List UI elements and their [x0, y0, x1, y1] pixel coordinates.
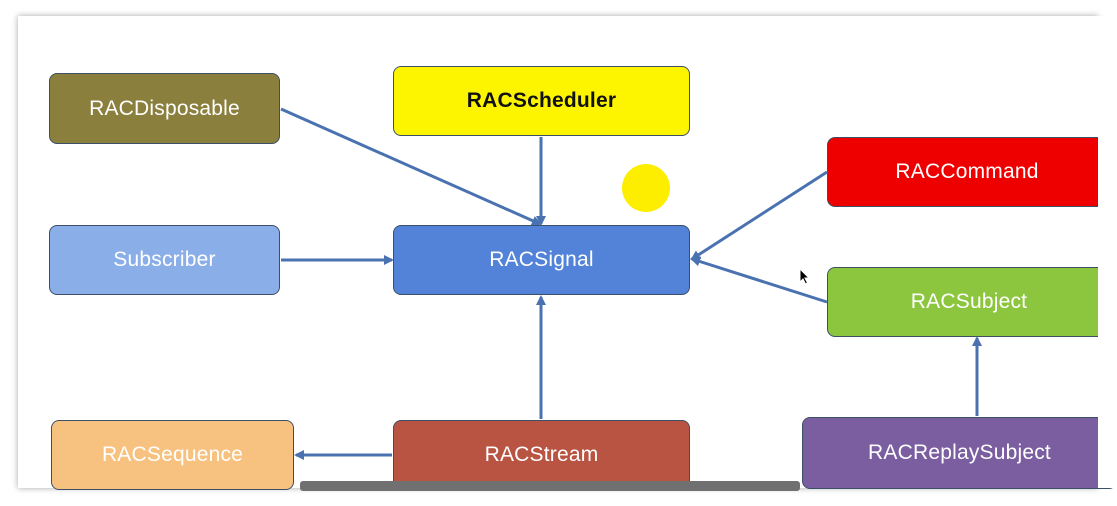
node-racstream[interactable]: RACStream	[393, 420, 690, 490]
node-racdisposable-label: RACDisposable	[89, 96, 240, 120]
node-racsequence-label: RACSequence	[101, 443, 244, 466]
window-edge	[1098, 16, 1117, 488]
node-raccommand-label: RACCommand	[895, 160, 1039, 183]
node-subscriber-label: Subscriber	[113, 248, 216, 271]
mouse-cursor-icon	[799, 268, 811, 285]
node-racstream-label: RACStream	[484, 443, 599, 466]
node-racsequence[interactable]: RACSequence	[51, 420, 294, 490]
node-racscheduler[interactable]: RACScheduler	[393, 66, 690, 136]
node-racreplaysubject[interactable]: RACReplaySubject	[802, 417, 1117, 489]
node-subscriber[interactable]: Subscriber	[49, 225, 280, 295]
node-racdisposable[interactable]: RACDisposable	[49, 73, 280, 144]
node-raccommand[interactable]: RACCommand	[827, 137, 1117, 207]
node-racsubject[interactable]: RACSubject	[827, 267, 1117, 337]
node-racsubject-label: RACSubject	[910, 290, 1028, 313]
node-racreplaysubject-label: RACReplaySubject	[868, 441, 1051, 464]
player-control-bar[interactable]	[300, 481, 800, 491]
node-racscheduler-label: RACScheduler	[466, 89, 617, 112]
node-racsignal-label: RACSignal	[489, 248, 594, 271]
node-racsignal[interactable]: RACSignal	[393, 225, 690, 295]
pointer-highlight-dot	[622, 164, 670, 212]
